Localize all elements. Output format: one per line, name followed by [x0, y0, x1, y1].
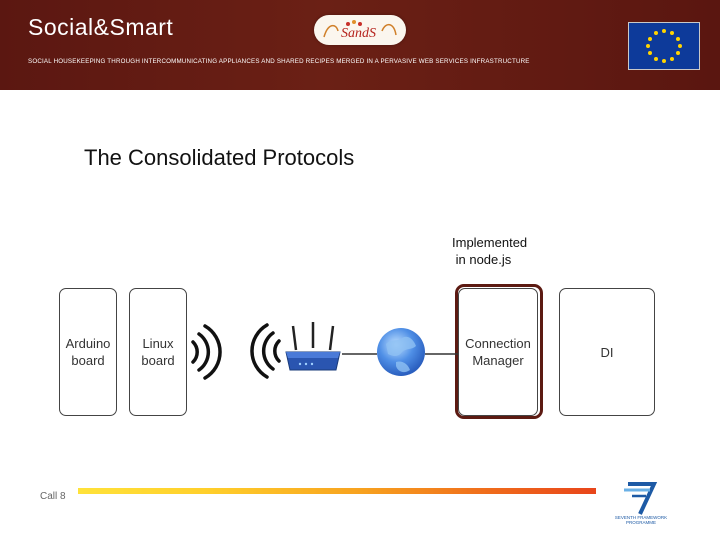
router-icon: [285, 322, 341, 371]
fp7-caption-line-2: PROGRAMME: [625, 520, 656, 525]
fp7-logo-icon: [610, 478, 670, 524]
router-signal-icon: [250, 323, 281, 379]
fp7-caption: SEVENTH FRAMEWORK PROGRAMME: [606, 515, 676, 525]
linux-board-label: Linux board: [141, 336, 175, 368]
annotation-line-2: in node.js: [452, 252, 512, 267]
arduino-board-box: Arduino board: [59, 288, 117, 416]
slide-title: The Consolidated Protocols: [84, 145, 355, 170]
fp7-caption-line-1: SEVENTH FRAMEWORK: [614, 515, 668, 520]
globe-icon: [377, 328, 425, 376]
annotation-line-1: Implemented: [452, 235, 528, 250]
connection-manager-highlight: [455, 284, 543, 419]
project-tagline: SOCIAL HOUSEKEEPING THROUGH INTERCOMMUNI…: [28, 58, 530, 65]
connection-manager-label: Connection Manager: [465, 336, 531, 368]
logo-text: SandS: [341, 26, 376, 41]
implemented-annotation: Implemented in node.js: [452, 234, 527, 268]
call-label: Call 8: [40, 491, 66, 502]
header-banner: Social&Smart SOCIAL HOUSEKEEPING THROUGH…: [0, 0, 720, 90]
sands-logo-icon: SandS: [323, 20, 397, 41]
wireless-signal-icon: [191, 324, 222, 380]
footer-gradient-bar: [78, 488, 596, 494]
sands-logo: SandS: [314, 15, 406, 45]
linux-board-box: Linux board: [129, 288, 187, 416]
eu-flag-icon: [628, 22, 700, 70]
di-label: DI: [600, 344, 614, 360]
arduino-board-label: Arduino board: [65, 336, 111, 368]
brand-title: Social&Smart: [28, 14, 174, 40]
connection-manager-box: Connection Manager: [458, 288, 538, 416]
di-box: DI: [559, 288, 655, 416]
